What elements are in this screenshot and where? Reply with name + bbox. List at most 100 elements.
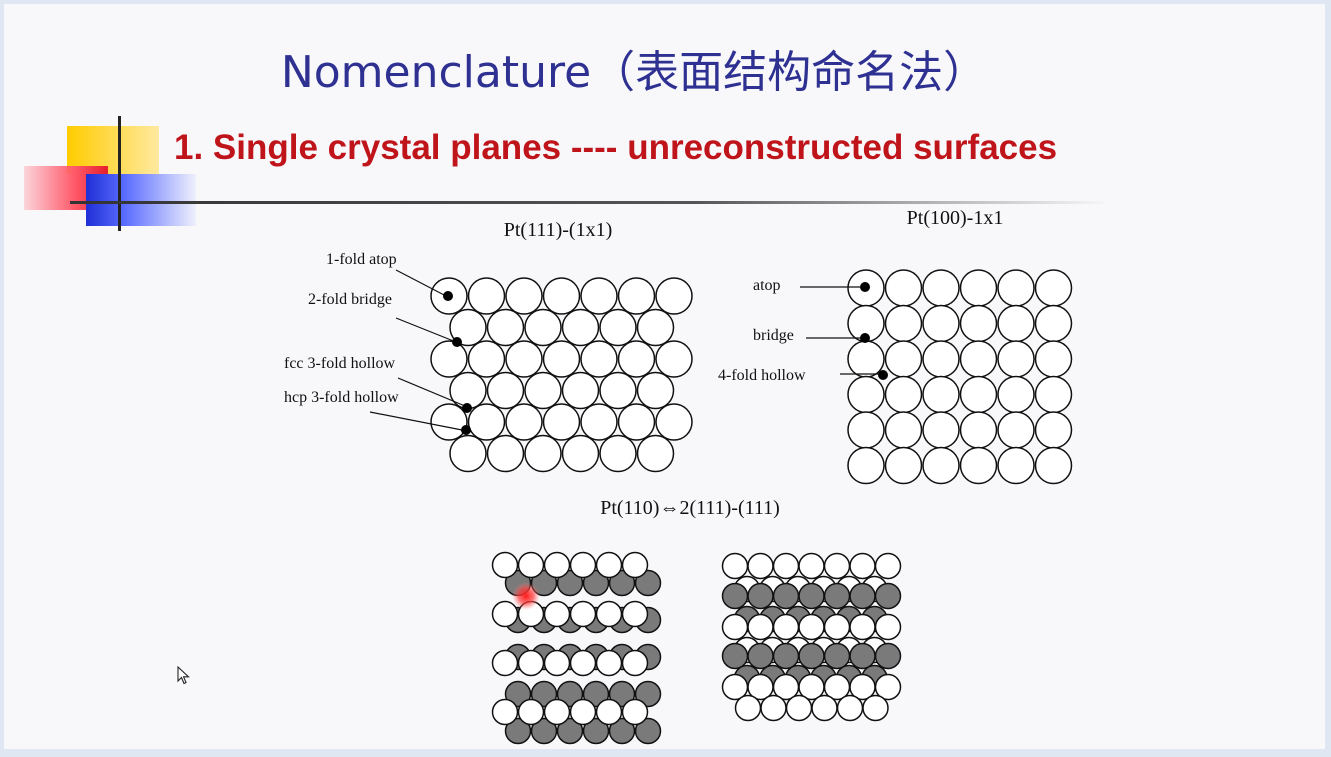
atom xyxy=(1034,269,1073,307)
atom-surface xyxy=(849,552,876,580)
atom-subsurface xyxy=(608,717,636,745)
atom-surface xyxy=(760,694,787,722)
atom-surface xyxy=(621,698,649,726)
atom xyxy=(467,403,506,441)
atom-surface xyxy=(517,649,545,677)
pt100-atoms xyxy=(847,269,1073,485)
atom-surface xyxy=(517,551,545,579)
decor-vertical-line xyxy=(118,116,121,231)
atom-subsurface xyxy=(608,680,636,708)
atom-surface xyxy=(836,694,864,722)
atom-surface xyxy=(491,698,519,726)
atom-subsurface xyxy=(772,582,800,610)
atom xyxy=(467,277,506,315)
atom-surface xyxy=(543,698,571,726)
atom-surface xyxy=(823,613,851,641)
atom-subsurface xyxy=(556,717,584,745)
cursor-arrow-icon xyxy=(177,666,190,685)
atom-surface xyxy=(595,649,623,677)
laser-pointer-dot xyxy=(512,582,540,610)
atom-subsurface xyxy=(582,717,610,745)
atom-surface xyxy=(849,613,876,641)
pt111-label-atop: 1-fold atop xyxy=(326,251,397,268)
atom-surface xyxy=(595,698,623,726)
decor-blue-block xyxy=(86,174,196,226)
pt110-right-atoms xyxy=(721,552,902,722)
atom-surface xyxy=(823,552,851,580)
atom-subsurface xyxy=(721,642,749,670)
atom xyxy=(561,434,600,473)
atom xyxy=(580,403,618,441)
atom-subsurface xyxy=(747,582,774,610)
atom xyxy=(1034,411,1073,449)
atom-subsurface xyxy=(634,717,662,745)
atom xyxy=(959,340,998,378)
atom-surface xyxy=(621,551,649,579)
slide-title: Nomenclature（表面结构命名法） xyxy=(280,47,988,98)
atom xyxy=(959,411,998,449)
atom-surface xyxy=(734,694,762,722)
atom-subsurface xyxy=(849,642,876,670)
atom-surface xyxy=(621,600,649,628)
atom xyxy=(449,308,487,347)
pt100-label-bridge: bridge xyxy=(753,327,794,344)
atom-surface xyxy=(543,551,571,579)
atom-subsurface xyxy=(608,569,636,597)
pt100-leader-lines xyxy=(800,286,880,375)
atom xyxy=(430,340,468,378)
atom-subsurface xyxy=(556,569,584,597)
pt111-title: Pt(111)-(1x1) xyxy=(504,219,613,241)
atom xyxy=(655,340,693,378)
atom-subsurface xyxy=(530,717,558,745)
atom xyxy=(542,403,581,441)
atom-surface xyxy=(747,552,774,580)
atom xyxy=(599,371,637,410)
slide-subtitle: 1. Single crystal planes ---- unreconstr… xyxy=(174,128,1058,167)
atom xyxy=(636,371,675,410)
pt100-site-dots xyxy=(860,282,888,380)
atom xyxy=(959,304,998,343)
atom xyxy=(580,340,618,378)
atom-subsurface xyxy=(798,582,825,610)
atom-surface xyxy=(862,694,889,722)
atom xyxy=(997,304,1035,343)
atom xyxy=(617,403,656,441)
atom xyxy=(1034,340,1073,378)
atom-surface xyxy=(595,600,623,628)
atom-surface xyxy=(491,649,519,677)
pt111-diagram: Pt(111)-(1x1) 1-fold atop 2-fold bridge … xyxy=(284,219,693,473)
atom-surface xyxy=(747,613,774,641)
atom xyxy=(922,340,960,378)
atom xyxy=(505,277,543,315)
atom xyxy=(884,340,923,378)
atom-surface xyxy=(491,600,519,628)
atom xyxy=(1034,375,1073,414)
atom xyxy=(922,304,960,343)
atom xyxy=(561,371,600,410)
atom xyxy=(561,308,600,347)
atom xyxy=(997,340,1035,378)
atom xyxy=(847,411,885,449)
atom-surface xyxy=(785,694,813,722)
atom-subsurface xyxy=(504,680,532,708)
atom-subsurface xyxy=(823,582,851,610)
pt100-title: Pt(100)-1x1 xyxy=(907,207,1004,229)
atom xyxy=(884,375,923,414)
atom-surface xyxy=(874,613,902,641)
atom xyxy=(922,269,960,307)
atom-subsurface xyxy=(556,680,584,708)
atom-surface xyxy=(772,613,800,641)
atom xyxy=(847,446,885,485)
atom xyxy=(467,340,506,378)
atom-subsurface xyxy=(504,717,532,745)
atom xyxy=(1034,446,1073,485)
pt111-site-dots xyxy=(443,291,472,435)
atom xyxy=(959,446,998,485)
atom-subsurface xyxy=(634,569,662,597)
atom-surface xyxy=(772,552,800,580)
atom-subsurface xyxy=(582,680,610,708)
atom xyxy=(505,340,543,378)
atom xyxy=(884,411,923,449)
atom-subsurface xyxy=(823,642,851,670)
